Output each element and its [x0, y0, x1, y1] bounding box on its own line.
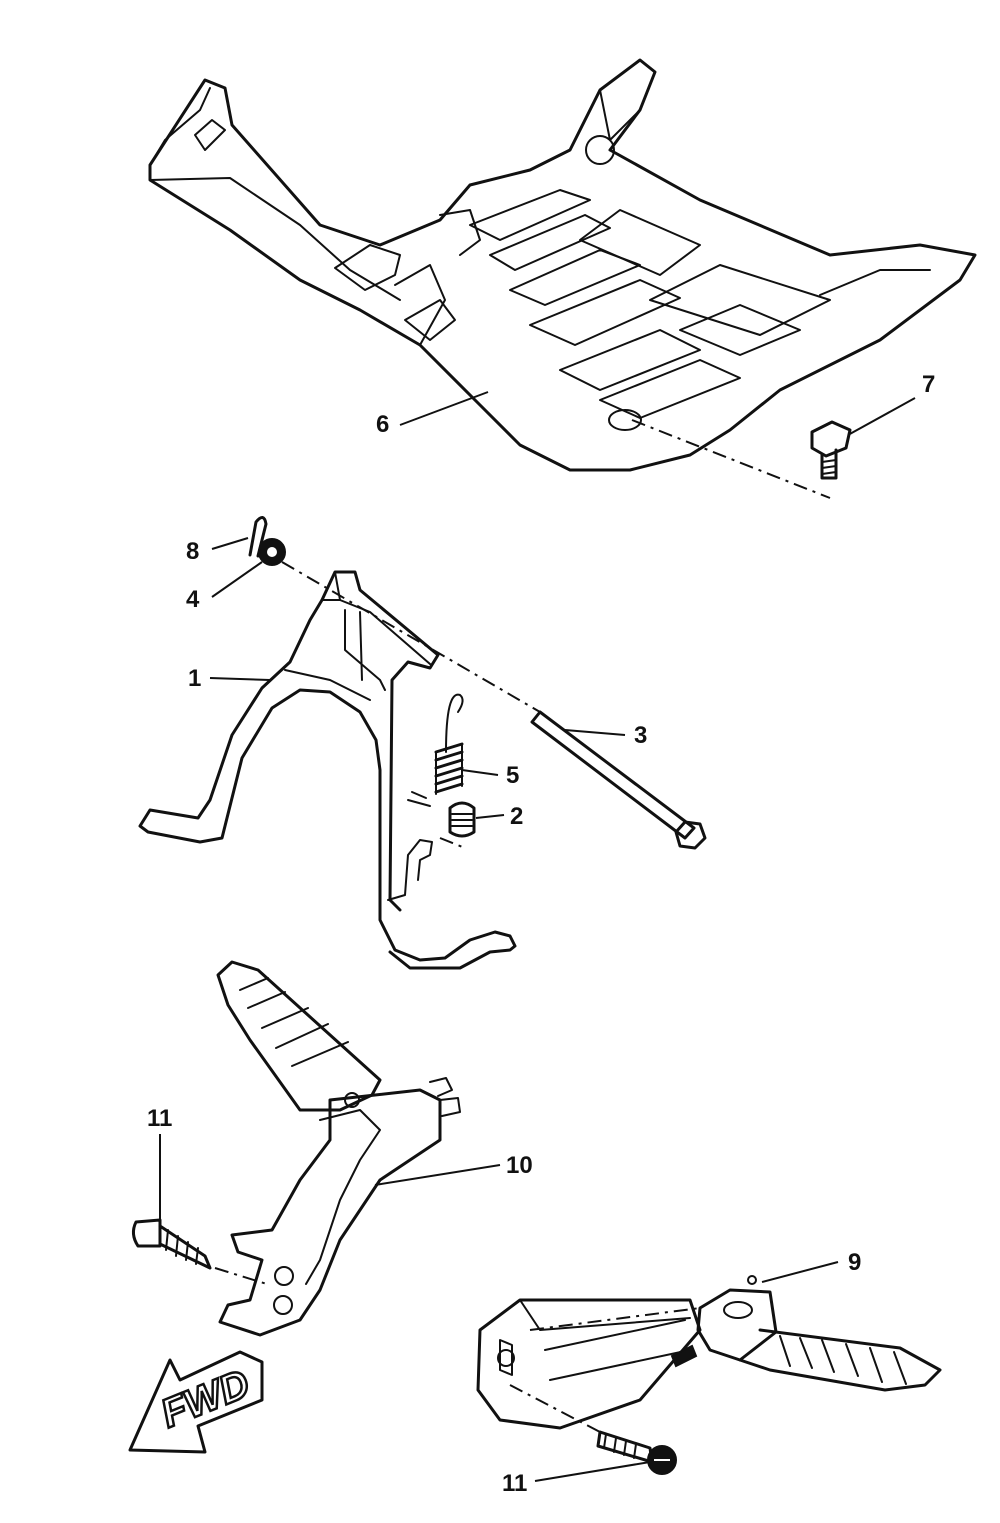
- bolt-11-left: [131, 1218, 212, 1270]
- cotter-pin-8: [248, 516, 268, 558]
- fwd-label: FWD: [155, 1361, 256, 1436]
- callout-11-left: 11: [147, 1105, 172, 1132]
- screw-7: [810, 420, 852, 480]
- callout-9: 9: [848, 1249, 861, 1276]
- collar-2: [407, 791, 476, 838]
- footrest-right: [476, 1275, 942, 1430]
- footboard-panel: [148, 58, 977, 472]
- pivot-shaft-3: [530, 710, 707, 850]
- leader-lines: [159, 391, 916, 1482]
- callout-1: 1: [188, 665, 201, 692]
- callout-10: 10: [506, 1152, 533, 1179]
- assembly-centerlines: [214, 419, 831, 1433]
- washer-4: [258, 538, 286, 566]
- callout-labels: 6 7 8 4 1 3 5 2 11 10 9 11: [147, 371, 935, 1497]
- callout-4: 4: [186, 586, 200, 613]
- callout-5: 5: [506, 762, 519, 789]
- callout-8: 8: [186, 538, 199, 565]
- callout-7: 7: [922, 371, 935, 398]
- footrest-bracket-left: [216, 960, 461, 1337]
- callout-6: 6: [376, 411, 389, 438]
- bolt-11-bottom: [596, 1430, 677, 1475]
- callout-11-bottom: 11: [502, 1470, 527, 1497]
- forward-direction-arrow: FWD: [128, 1350, 264, 1454]
- main-stand: [138, 570, 517, 970]
- callout-3: 3: [634, 722, 647, 749]
- callout-2: 2: [510, 803, 523, 830]
- spring-5: [434, 693, 464, 795]
